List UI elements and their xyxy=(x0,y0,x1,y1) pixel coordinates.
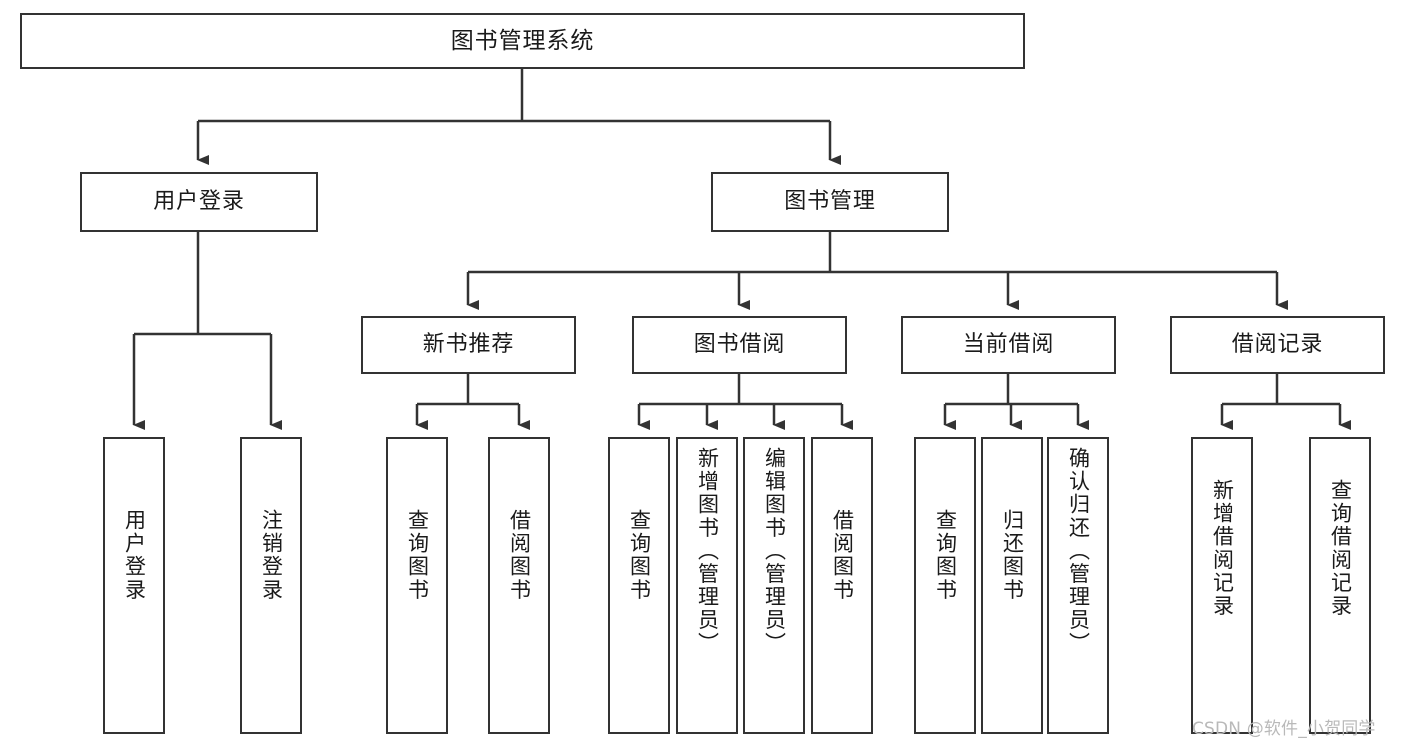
leaf-query-book-borrow-label: 查询图书 xyxy=(627,509,652,602)
leaf-borrow-book-new[interactable]: 借阅图书 xyxy=(488,437,550,734)
node-book-management[interactable]: 图书管理 xyxy=(711,172,949,232)
leaf-user-login-label: 用户登录 xyxy=(122,509,147,602)
node-current-borrow-label: 当前借阅 xyxy=(962,332,1055,358)
node-book-borrow-label: 图书借阅 xyxy=(693,332,786,358)
leaf-edit-book-admin-label: 编辑图书（管理员） xyxy=(762,447,787,655)
node-user-login-label: 用户登录 xyxy=(153,189,245,215)
leaf-query-borrow-record[interactable]: 查询借阅记录 xyxy=(1309,437,1371,734)
leaf-add-borrow-record[interactable]: 新增借阅记录 xyxy=(1191,437,1253,734)
node-root[interactable]: 图书管理系统 xyxy=(20,13,1025,69)
leaf-borrow-book-new-label: 借阅图书 xyxy=(507,509,532,602)
leaf-logout-label: 注销登录 xyxy=(259,509,284,602)
node-book-borrow[interactable]: 图书借阅 xyxy=(632,316,847,374)
leaf-borrow-book[interactable]: 借阅图书 xyxy=(811,437,873,734)
node-book-management-label: 图书管理 xyxy=(784,189,876,215)
leaf-query-book-new-label: 查询图书 xyxy=(405,509,430,602)
leaf-confirm-return-admin[interactable]: 确认归还（管理员） xyxy=(1047,437,1109,734)
leaf-edit-book-admin[interactable]: 编辑图书（管理员） xyxy=(743,437,805,734)
watermark-text: CSDN @软件_小贺同学 xyxy=(1192,719,1376,739)
leaf-return-book[interactable]: 归还图书 xyxy=(981,437,1043,734)
leaf-query-book-current[interactable]: 查询图书 xyxy=(914,437,976,734)
leaf-confirm-return-admin-label: 确认归还（管理员） xyxy=(1066,447,1091,655)
node-current-borrow[interactable]: 当前借阅 xyxy=(901,316,1116,374)
node-root-label: 图书管理系统 xyxy=(450,27,595,54)
leaf-return-book-label: 归还图书 xyxy=(1000,509,1025,602)
leaf-logout[interactable]: 注销登录 xyxy=(240,437,302,734)
leaf-query-book-new[interactable]: 查询图书 xyxy=(386,437,448,734)
node-borrow-records[interactable]: 借阅记录 xyxy=(1170,316,1385,374)
leaf-borrow-book-label: 借阅图书 xyxy=(830,509,855,602)
node-borrow-records-label: 借阅记录 xyxy=(1231,332,1324,358)
node-new-book-recommend[interactable]: 新书推荐 xyxy=(361,316,576,374)
leaf-query-book-current-label: 查询图书 xyxy=(933,509,958,602)
leaf-user-login[interactable]: 用户登录 xyxy=(103,437,165,734)
node-new-book-recommend-label: 新书推荐 xyxy=(422,332,515,358)
node-user-login[interactable]: 用户登录 xyxy=(80,172,318,232)
leaf-query-book-borrow[interactable]: 查询图书 xyxy=(608,437,670,734)
leaf-add-book-admin[interactable]: 新增图书（管理员） xyxy=(676,437,738,734)
leaf-add-book-admin-label: 新增图书（管理员） xyxy=(695,447,720,655)
leaf-query-borrow-record-label: 查询借阅记录 xyxy=(1328,479,1353,618)
leaf-add-borrow-record-label: 新增借阅记录 xyxy=(1210,479,1235,618)
